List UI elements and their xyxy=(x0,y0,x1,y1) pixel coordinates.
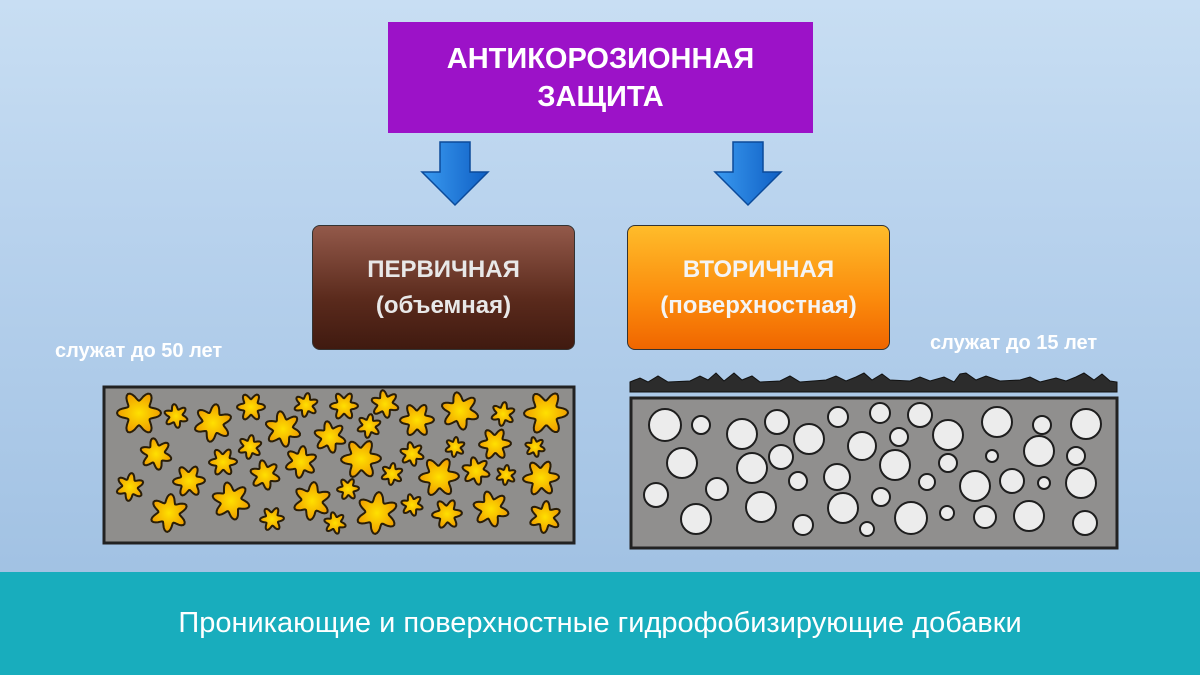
star-crystal xyxy=(440,391,480,431)
star-crystal xyxy=(444,436,466,458)
crystal-stars xyxy=(115,389,570,535)
star-crystal xyxy=(522,460,560,496)
primary-lifetime: служат до 50 лет xyxy=(55,340,223,362)
pore-circle xyxy=(827,492,859,524)
pore-circle xyxy=(793,423,825,455)
arrow-down-icon-left xyxy=(420,141,490,207)
pore-circle xyxy=(869,402,891,424)
pore-circle xyxy=(938,453,958,473)
star-crystal xyxy=(380,462,404,486)
pore-circle xyxy=(823,463,851,491)
star-crystal xyxy=(194,403,232,443)
star-crystal xyxy=(259,507,285,531)
star-crystal xyxy=(211,481,251,521)
star-crystal xyxy=(293,481,331,521)
pore-circle xyxy=(918,473,936,491)
star-crystal xyxy=(418,457,460,497)
pore-circle xyxy=(1023,435,1055,467)
star-crystal xyxy=(323,511,347,535)
star-crystal xyxy=(115,392,163,434)
pore-circle xyxy=(894,501,928,535)
star-crystal xyxy=(264,410,302,448)
secondary-lifetime: служат до 15 лет xyxy=(930,332,1098,354)
star-crystal xyxy=(115,472,145,502)
primary-protection-box: ПЕРВИЧНАЯ (объемная) xyxy=(312,225,575,350)
pore-circle xyxy=(959,470,991,502)
pore-circle xyxy=(764,409,790,435)
star-crystal xyxy=(398,403,436,437)
star-crystal xyxy=(495,464,517,486)
surface-coating-layer xyxy=(629,372,1118,393)
star-crystal xyxy=(529,500,561,534)
star-crystal xyxy=(207,448,239,476)
secondary-subtitle: (поверхностная) xyxy=(660,291,857,319)
pore-circle xyxy=(1066,446,1086,466)
star-crystal xyxy=(356,491,398,535)
footer-caption: Проникающие и поверхностные гидрофобизир… xyxy=(0,572,1200,675)
pore-circle xyxy=(889,427,909,447)
pore-circle xyxy=(1070,408,1102,440)
pore-circle xyxy=(792,514,814,536)
pore-circle xyxy=(985,449,999,463)
star-crystal xyxy=(293,392,319,418)
pore-circle xyxy=(1013,500,1045,532)
pore-circle xyxy=(981,406,1013,438)
pore-circle xyxy=(999,468,1025,494)
star-crystal xyxy=(249,459,281,491)
pore-circle xyxy=(1037,476,1051,490)
star-crystal xyxy=(139,437,173,471)
star-crystal xyxy=(356,413,382,439)
star-crystal xyxy=(524,436,546,458)
pore-circle xyxy=(907,402,933,428)
pore-circle xyxy=(1065,467,1097,499)
pore-circle xyxy=(736,452,768,484)
title-box: АНТИКОРОЗИОННАЯ ЗАЩИТА xyxy=(388,22,813,133)
star-crystal xyxy=(431,499,463,529)
star-crystal xyxy=(472,490,510,528)
pore-circle xyxy=(1032,415,1052,435)
primary-name: ПЕРВИЧНАЯ xyxy=(367,255,520,283)
secondary-protection-box: ВТОРИЧНАЯ (поверхностная) xyxy=(627,225,890,350)
pore-circle xyxy=(973,505,997,529)
star-crystal xyxy=(313,420,347,454)
pore-circle xyxy=(768,444,794,470)
pore-circle xyxy=(932,419,964,451)
pore-circle xyxy=(871,487,891,507)
pore-circle xyxy=(847,431,877,461)
star-crystal xyxy=(172,465,206,497)
pore-circle xyxy=(726,418,758,450)
pore-circle xyxy=(666,447,698,479)
pore-circle xyxy=(939,505,955,521)
star-crystal xyxy=(237,434,263,460)
star-crystal xyxy=(235,393,267,421)
pore-circle xyxy=(745,491,777,523)
star-crystal xyxy=(522,392,570,434)
star-crystal xyxy=(150,493,188,533)
pore-circle xyxy=(827,406,849,428)
star-crystal xyxy=(328,392,360,420)
pore-circle xyxy=(648,408,682,442)
star-crystal xyxy=(340,440,382,478)
pore-circle xyxy=(859,521,875,537)
pore-circle xyxy=(788,471,808,491)
pore-circle xyxy=(643,482,669,508)
star-crystal xyxy=(399,441,425,467)
pore-circle xyxy=(1072,510,1098,536)
star-crystal xyxy=(370,389,400,419)
secondary-name: ВТОРИЧНАЯ xyxy=(682,255,835,283)
pores xyxy=(643,402,1102,537)
pore-circle xyxy=(879,449,911,481)
star-crystal xyxy=(490,401,516,427)
star-crystal xyxy=(478,428,512,460)
star-crystal xyxy=(163,403,189,429)
star-crystal xyxy=(400,493,424,517)
star-crystal xyxy=(336,478,360,500)
pore-circle xyxy=(691,415,711,435)
star-crystal xyxy=(284,445,318,479)
star-crystal xyxy=(461,456,491,486)
primary-subtitle: (объемная) xyxy=(375,291,512,319)
arrow-down-icon-right xyxy=(713,141,783,207)
pore-circle xyxy=(680,503,712,535)
pore-circle xyxy=(705,477,729,501)
